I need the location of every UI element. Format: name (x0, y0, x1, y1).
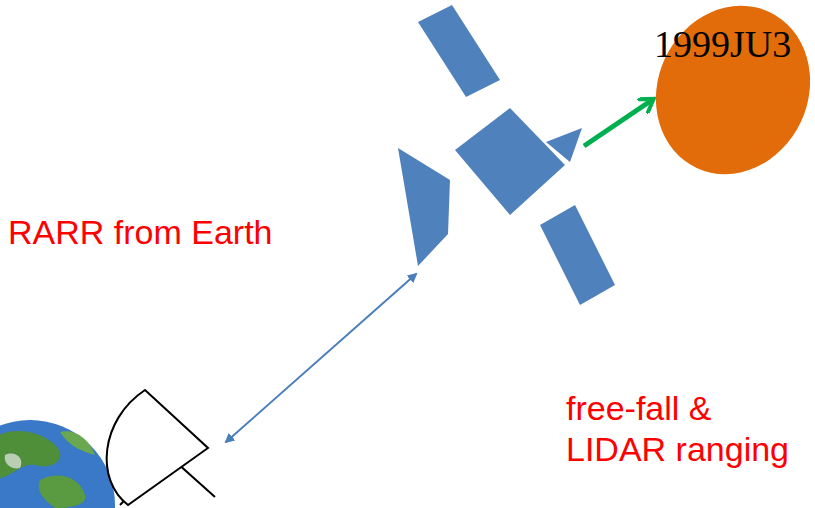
earth (0, 420, 115, 508)
asteroid-name: 1999JU3 (654, 24, 791, 66)
lidar-beam (584, 100, 652, 146)
radio-link (226, 274, 416, 442)
dish-antenna (107, 390, 215, 505)
asteroid: 1999JU3 (640, 2, 810, 178)
spacecraft (398, 5, 615, 305)
annotation: RARR from Earth (8, 212, 338, 253)
annotation: free-fall & LIDAR ranging (566, 388, 806, 470)
